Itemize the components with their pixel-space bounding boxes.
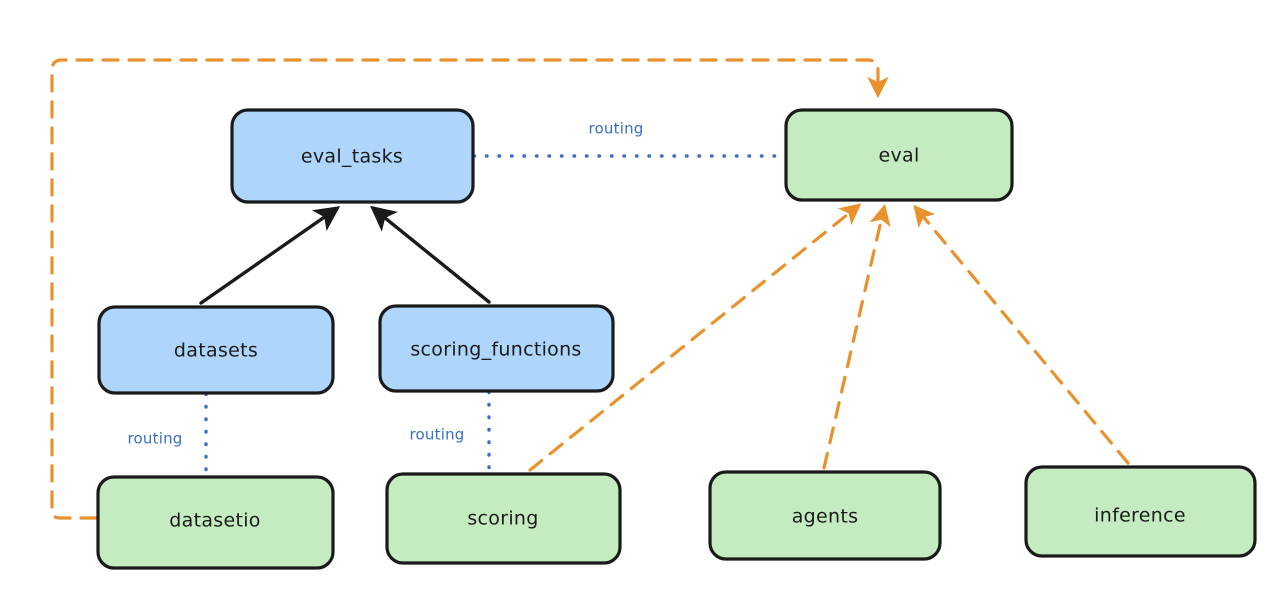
node-scoring[interactable]: scoring	[385, 472, 622, 565]
node-scoring-shape[interactable]	[385, 472, 622, 565]
node-eval-shape[interactable]	[784, 108, 1014, 202]
edge-label-routing-eval: routing	[589, 120, 644, 138]
node-datasetio-shape[interactable]	[96, 475, 335, 570]
node-datasets-label: datasets	[174, 340, 258, 362]
edge-datasetio-to-eval	[50, 58, 889, 520]
node-eval-tasks-label: eval_tasks	[301, 146, 403, 168]
node-eval[interactable]: eval	[784, 108, 1014, 202]
node-eval-label: eval	[878, 145, 919, 167]
node-datasetio[interactable]: datasetio	[96, 475, 335, 570]
node-inference-shape[interactable]	[1024, 465, 1257, 558]
node-agents-shape[interactable]	[708, 470, 942, 561]
edge-inference-to-eval	[913, 204, 1130, 465]
node-scoring-functions[interactable]: scoring_functions	[378, 304, 615, 393]
node-agents[interactable]: agents	[708, 470, 942, 561]
node-eval-tasks-shape[interactable]	[230, 108, 475, 204]
node-inference[interactable]: inference	[1024, 465, 1257, 558]
node-datasetio-label: datasetio	[169, 510, 260, 532]
node-datasets-shape[interactable]	[97, 305, 335, 395]
edge-label-routing-scoring: routing	[410, 426, 465, 444]
node-inference-label: inference	[1094, 505, 1186, 527]
node-layer: eval_tasks eval datasets scoring_functio…	[96, 108, 1257, 570]
node-scoring-functions-shape[interactable]	[378, 304, 615, 393]
edge-datasets-to-eval-tasks	[199, 206, 341, 305]
edge-agents-to-eval	[822, 203, 891, 470]
edge-layer	[50, 58, 1130, 520]
edge-label-routing-datasetio: routing	[128, 430, 183, 448]
edge-scoring-to-eval	[528, 203, 862, 472]
node-datasets[interactable]: datasets	[97, 305, 335, 395]
node-agents-label: agents	[792, 506, 859, 528]
node-scoring-label: scoring	[467, 508, 538, 530]
node-eval-tasks[interactable]: eval_tasks	[230, 108, 475, 204]
edge-label-layer: routing routing routing	[128, 120, 644, 448]
node-scoring-functions-label: scoring_functions	[410, 339, 581, 361]
edge-scoring-functions-to-eval-tasks	[370, 205, 491, 304]
